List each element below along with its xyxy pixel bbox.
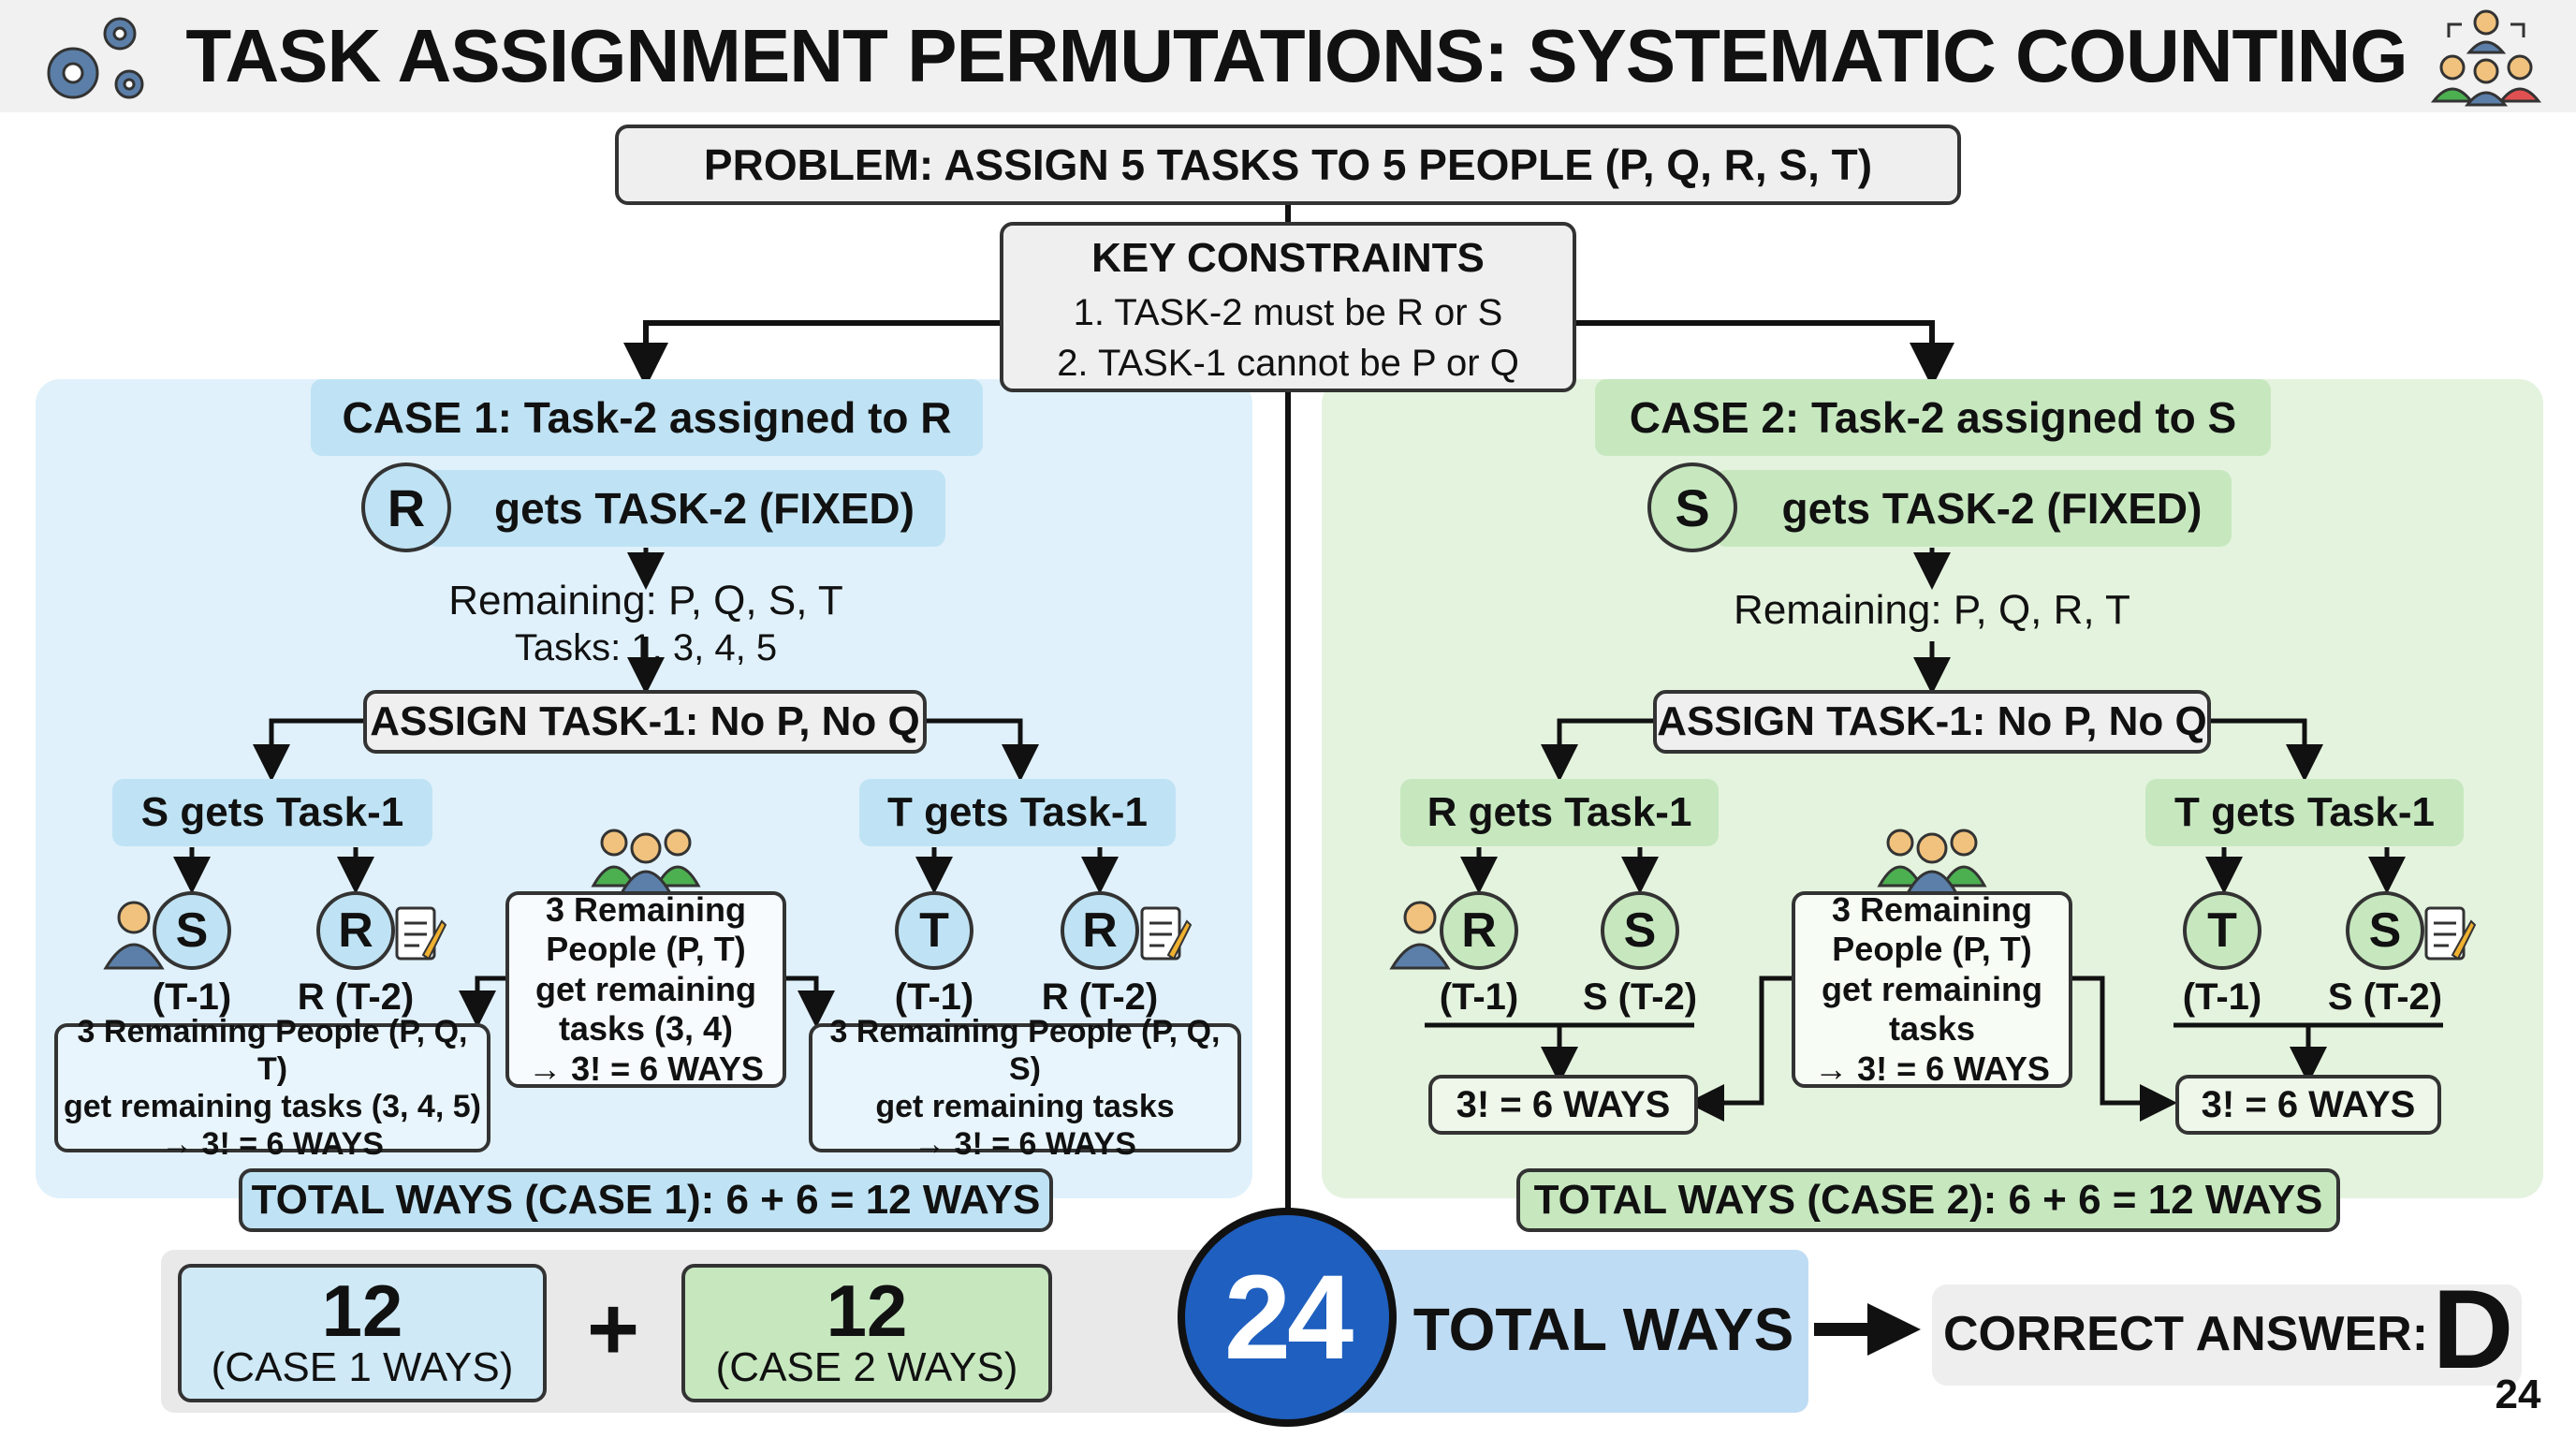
case2-assign-box: ASSIGN TASK-1: No P, No Q	[1653, 690, 2211, 754]
case2-left-circle-2-label: S (T-2)	[1582, 976, 1698, 1018]
case1-right-circle-2-label: R (T-2)	[1041, 976, 1159, 1018]
case1-remaining-tasks: Tasks: 1, 3, 4, 5	[514, 626, 778, 668]
case1-assign-box: ASSIGN TASK-1: No P, No Q	[363, 690, 927, 754]
case2-right-branch-label: T gets Task-1	[2145, 779, 2464, 846]
case1-left-result-line-3: → 3! = 6 WAYS	[161, 1126, 384, 1163]
case2-title: CASE 2: Task-2 assigned to S	[1595, 379, 2271, 456]
case1-right-circle-2: R	[1061, 891, 1139, 970]
summary-case1-label: (CASE 1 WAYS)	[211, 1343, 514, 1390]
case2-total: TOTAL WAYS (CASE 2): 6 + 6 = 12 WAYS	[1516, 1168, 2340, 1232]
answer-letter: D	[2432, 1267, 2514, 1392]
page-title: TASK ASSIGNMENT PERMUTATIONS: SYSTEMATIC…	[185, 14, 2408, 97]
constraints-heading: KEY CONSTRAINTS	[1091, 235, 1485, 281]
case2-left-circle-1-label: (T-1)	[1439, 976, 1519, 1018]
plus-sign: +	[586, 1279, 640, 1379]
case1-remaining-people: Remaining: P, Q, S, T	[448, 578, 843, 624]
case1-middle-line-5: → 3! = 6 WAYS	[528, 1049, 764, 1088]
case2-right-circle-1: T	[2183, 891, 2261, 970]
case1-right-circle-1-label: (T-1)	[894, 976, 974, 1018]
case2-remaining-people: Remaining: P, Q, R, T	[1734, 587, 2130, 633]
group-icon	[1877, 829, 1987, 895]
case1-fixed-text: gets TASK-2 (FIXED)	[426, 470, 945, 547]
case2-right-circle-2-label: S (T-2)	[2327, 976, 2443, 1018]
case1-right-result-line-3: → 3! = 6 WAYS	[914, 1126, 1136, 1163]
case2-left-result: 3! = 6 WAYS	[1428, 1075, 1698, 1135]
person-icon	[1389, 901, 1451, 970]
case1-fixed-circle: R	[361, 462, 451, 552]
clipboard-pencil-icon	[2424, 906, 2477, 961]
case1-title: CASE 1: Task-2 assigned to R	[311, 379, 983, 456]
case2-middle-line-4: tasks	[1888, 1009, 1976, 1049]
case1-left-circle-2-label: R (T-2)	[297, 976, 415, 1018]
case2-left-branch-label: R gets Task-1	[1400, 779, 1719, 846]
constraint-1: 1. TASK-2 must be R or S	[1073, 291, 1503, 333]
case1-middle-line-4: tasks (3, 4)	[558, 1009, 734, 1049]
answer-label: CORRECT ANSWER:	[1942, 1307, 2429, 1361]
case2-middle-line-3: get remaining	[1821, 969, 2043, 1008]
case2-right-result: 3! = 6 WAYS	[2175, 1075, 2441, 1135]
case2-left-circle-1: R	[1440, 891, 1518, 970]
case1-right-branch-label: T gets Task-1	[859, 779, 1176, 846]
summary-case1-number: 12	[321, 1269, 403, 1352]
case1-left-circle-1: S	[153, 891, 231, 970]
summary-case2-number: 12	[826, 1269, 908, 1352]
case2-middle-box: 3 Remaining People (P, T) get remaining …	[1792, 889, 2072, 1088]
case2-fixed-circle: S	[1647, 462, 1737, 552]
problem-box: PROBLEM: ASSIGN 5 TASKS TO 5 PEOPLE (P, …	[615, 125, 1961, 205]
total-circle: 24	[1178, 1208, 1397, 1427]
case1-middle-box: 3 Remaining People (P, T) get remaining …	[505, 889, 786, 1088]
summary-case2-label: (CASE 2 WAYS)	[715, 1343, 1018, 1390]
gears-icon	[47, 17, 144, 99]
answer-box	[1932, 1284, 2522, 1386]
case1-left-circle-1-label: (T-1)	[152, 976, 232, 1018]
case1-left-circle-2: R	[316, 891, 395, 970]
summary-total-band	[1329, 1250, 1808, 1413]
group-icon	[591, 829, 701, 895]
case1-left-result-line-1: 3 Remaining People (P, Q, T)	[77, 1013, 468, 1087]
case2-middle-line-2: People (P, T)	[1832, 930, 2032, 969]
header-bar	[0, 0, 2576, 112]
constraint-2: 2. TASK-1 cannot be P or Q	[1057, 342, 1519, 384]
case1-middle-line-2: People (P, T)	[546, 930, 746, 969]
case1-left-result: 3 Remaining People (P, Q, T) get remaini…	[54, 1014, 490, 1162]
clipboard-pencil-icon	[395, 906, 447, 961]
case2-middle-line-1: 3 Remaining	[1831, 889, 2033, 929]
constraints-box: KEY CONSTRAINTS 1. TASK-2 must be R or S…	[1000, 222, 1576, 392]
case2-right-circle-2: S	[2346, 891, 2424, 970]
case2-fixed-text: gets TASK-2 (FIXED)	[1715, 470, 2232, 547]
case2-left-circle-2: S	[1601, 891, 1679, 970]
people-network-icon	[2430, 9, 2542, 107]
case1-middle-line-3: get remaining	[534, 969, 757, 1008]
case1-left-result-line-2: get remaining tasks (3, 4, 5)	[64, 1089, 481, 1124]
case2-middle-line-5: → 3! = 6 WAYS	[1814, 1049, 2050, 1088]
case1-left-branch-label: S gets Task-1	[112, 779, 432, 846]
total-label: TOTAL WAYS	[1412, 1296, 1794, 1363]
case1-middle-line-1: 3 Remaining	[545, 889, 747, 929]
case1-right-result-line-1: 3 Remaining People (P, Q, S)	[829, 1013, 1221, 1087]
case1-right-circle-1: T	[895, 891, 973, 970]
case1-right-result: 3 Remaining People (P, Q, S) get remaini…	[809, 1014, 1241, 1162]
summary-case1-box: 12 (CASE 1 WAYS)	[178, 1264, 547, 1402]
person-icon	[103, 901, 165, 970]
case2-right-circle-1-label: (T-1)	[2182, 976, 2262, 1018]
summary-case2-box: 12 (CASE 2 WAYS)	[681, 1264, 1052, 1402]
page-number: 24	[2495, 1372, 2541, 1417]
case1-right-result-line-2: get remaining tasks	[875, 1089, 1175, 1124]
clipboard-pencil-icon	[1140, 906, 1193, 961]
case1-total: TOTAL WAYS (CASE 1): 6 + 6 = 12 WAYS	[239, 1168, 1053, 1232]
